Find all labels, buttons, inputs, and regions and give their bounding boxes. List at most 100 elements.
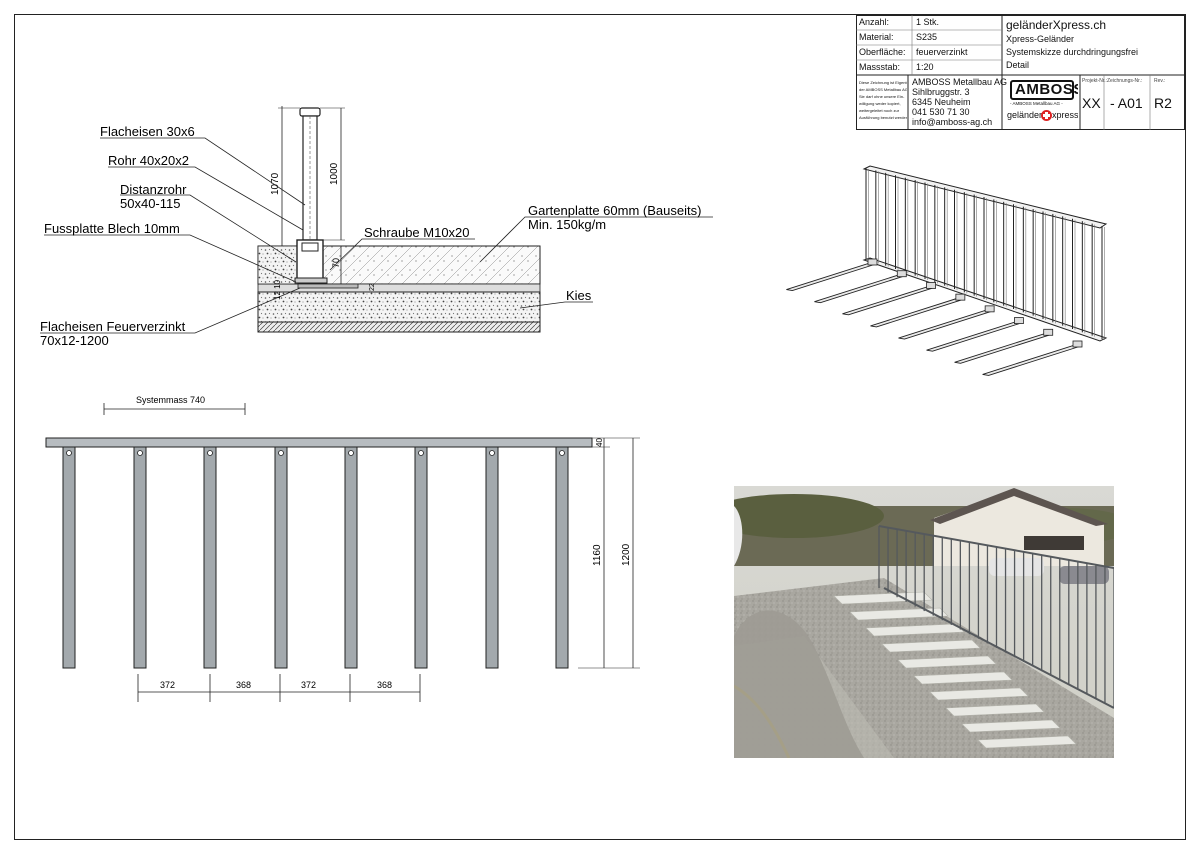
dim-1070: 1070: [270, 172, 281, 195]
tb-brand: geländerXpress.ch: [1006, 18, 1107, 32]
label-flacheisen: Flacheisen 30x6: [100, 124, 195, 139]
iso-foot-plate: [984, 305, 995, 313]
photo-slab: [977, 735, 1077, 749]
dim-bottom-3: 372: [301, 680, 316, 690]
bolt-hole-icon: [137, 450, 143, 456]
tb-project-no-label: Projekt-Nr.:: [1082, 78, 1108, 84]
top-flat-bar: [45, 437, 593, 448]
iso-foot-plate: [1014, 317, 1024, 324]
tb-copyright-note: Diese Zeichnung ist Eigentum der AMBOSS …: [859, 79, 907, 121]
bolt-hole-icon: [489, 450, 495, 456]
label-flacheisen-fv-size: 70x12-1200: [40, 333, 109, 348]
photo-slab: [881, 639, 981, 653]
tb-label-material: Material:: [859, 32, 894, 42]
logo-brand-left: geländer: [1007, 110, 1043, 120]
tb-company-email: info@amboss-ag.ch: [912, 117, 993, 127]
label-gartenplatte: Gartenplatte 60mm (Bauseits): [528, 203, 701, 218]
iso-railing: [786, 165, 1108, 376]
support-leg: [485, 446, 499, 669]
tb-company-name: AMBOSS Metallbau AG: [912, 77, 1008, 87]
tb-note-line: willigung weder kopiert,: [859, 101, 901, 106]
leader-distanzrohr: [120, 194, 297, 263]
bolt-hole-icon: [207, 450, 213, 456]
logo-main-text: AMBOSS: [1015, 81, 1078, 98]
iso-foot-plate: [926, 282, 936, 289]
leader-schraube: [329, 238, 475, 271]
tb-note-line: Sie darf ohne unsere Ein-: [859, 94, 905, 99]
photo-slab: [865, 623, 965, 637]
tb-drawing-no-label: Zeichnungs-Nr.:: [1107, 78, 1143, 84]
tb-project-line3: Detail: [1006, 60, 1030, 70]
support-leg: [344, 446, 358, 669]
bolt-head: [301, 242, 319, 252]
dim-1160: 1160: [592, 544, 603, 566]
tb-value-massstab: 1:20: [916, 62, 934, 72]
leader-kies: [519, 301, 593, 309]
iso-foot-plate: [1072, 340, 1083, 348]
amboss-logo: AMBOSS - AMBOSS Metallbau AG - geländer …: [1006, 79, 1078, 127]
tb-rev-label: Rev.:: [1154, 78, 1166, 84]
photo-slab: [961, 719, 1061, 733]
photo-slab: [913, 671, 1013, 685]
support-leg: [133, 446, 147, 669]
title-block: Anzahl: 1 Stk. Material: S235 Oberfläche…: [856, 15, 1185, 130]
photo-slab: [929, 687, 1029, 701]
label-distanzrohr-size: 50x40-115: [120, 196, 180, 211]
installation-photo: [734, 486, 1114, 758]
label-flacheisen-fv: Flacheisen Feuerverzinkt: [40, 319, 186, 334]
dim-systemmass: Systemmass 740: [136, 395, 205, 405]
dim-22: 22: [369, 283, 376, 291]
tb-rev: R2: [1154, 95, 1172, 111]
drawing-sheet-border: [14, 14, 1186, 840]
photo-slab: [897, 655, 997, 669]
tb-company: AMBOSS Metallbau AG Sihlbruggstr. 3 6345…: [912, 77, 1007, 127]
bolt-hole-icon: [348, 450, 354, 456]
tb-company-phone: 041 530 71 30: [912, 107, 970, 117]
tb-note-line: Ausführung benutzt werden: [859, 115, 907, 120]
dim-bottom-2: 368: [236, 680, 251, 690]
label-distanzrohr: Distanzrohr: [120, 182, 187, 197]
tb-company-city: 6345 Neuheim: [912, 97, 971, 107]
leader-fussplatte: [44, 234, 297, 283]
tb-label-anzahl: Anzahl:: [859, 17, 890, 27]
leader-flacheisen: [100, 137, 306, 206]
support-leg: [414, 446, 428, 669]
leader-flacheisen-fv: [40, 287, 301, 334]
logo-sub-text: - AMBOSS Metallbau AG -: [1010, 101, 1063, 106]
photo-slab: [945, 703, 1045, 717]
leader-rohr: [108, 166, 304, 231]
swiss-cross-icon: [1041, 110, 1052, 121]
tb-company-street: Sihlbruggstr. 3: [912, 87, 970, 97]
dim-12-10: 12 10: [273, 279, 282, 300]
tb-note-line: weitergeleitet noch zur: [859, 108, 900, 113]
dim-1000: 1000: [329, 162, 340, 185]
iso-foot-plate: [896, 270, 907, 278]
label-schraube: Schraube M10x20: [364, 225, 470, 240]
support-leg: [274, 446, 288, 669]
dim-1200: 1200: [621, 543, 632, 566]
label-gartenplatte-load: Min. 150kg/m: [528, 217, 606, 232]
bolt-hole-icon: [278, 450, 284, 456]
dim-40: 40: [595, 438, 604, 447]
tb-label-oberflaeche: Oberfläche:: [859, 47, 906, 57]
leader-gartenplatte: [479, 216, 713, 263]
tb-note-line: Diese Zeichnung ist Eigentum: [859, 80, 907, 85]
iso-foot-plate: [955, 293, 966, 301]
tb-project-no: XX: [1082, 95, 1101, 111]
photo-slab: [849, 607, 949, 621]
bolt-hole-icon: [418, 450, 424, 456]
support-leg: [62, 446, 76, 669]
tb-project-line1: Xpress-Geländer: [1006, 34, 1075, 44]
tb-note-line: der AMBOSS Metallbau AG: [859, 87, 907, 92]
bolt-hole-icon: [66, 450, 72, 456]
tb-value-anzahl: 1 Stk.: [916, 17, 940, 27]
iso-foot-plate: [867, 258, 878, 266]
support-leg: [203, 446, 217, 669]
label-rohr: Rohr 40x20x2: [108, 153, 189, 168]
tb-label-massstab: Massstab:: [859, 62, 901, 72]
tb-drawing-no: - A01: [1110, 95, 1143, 111]
label-kies: Kies: [566, 288, 592, 303]
